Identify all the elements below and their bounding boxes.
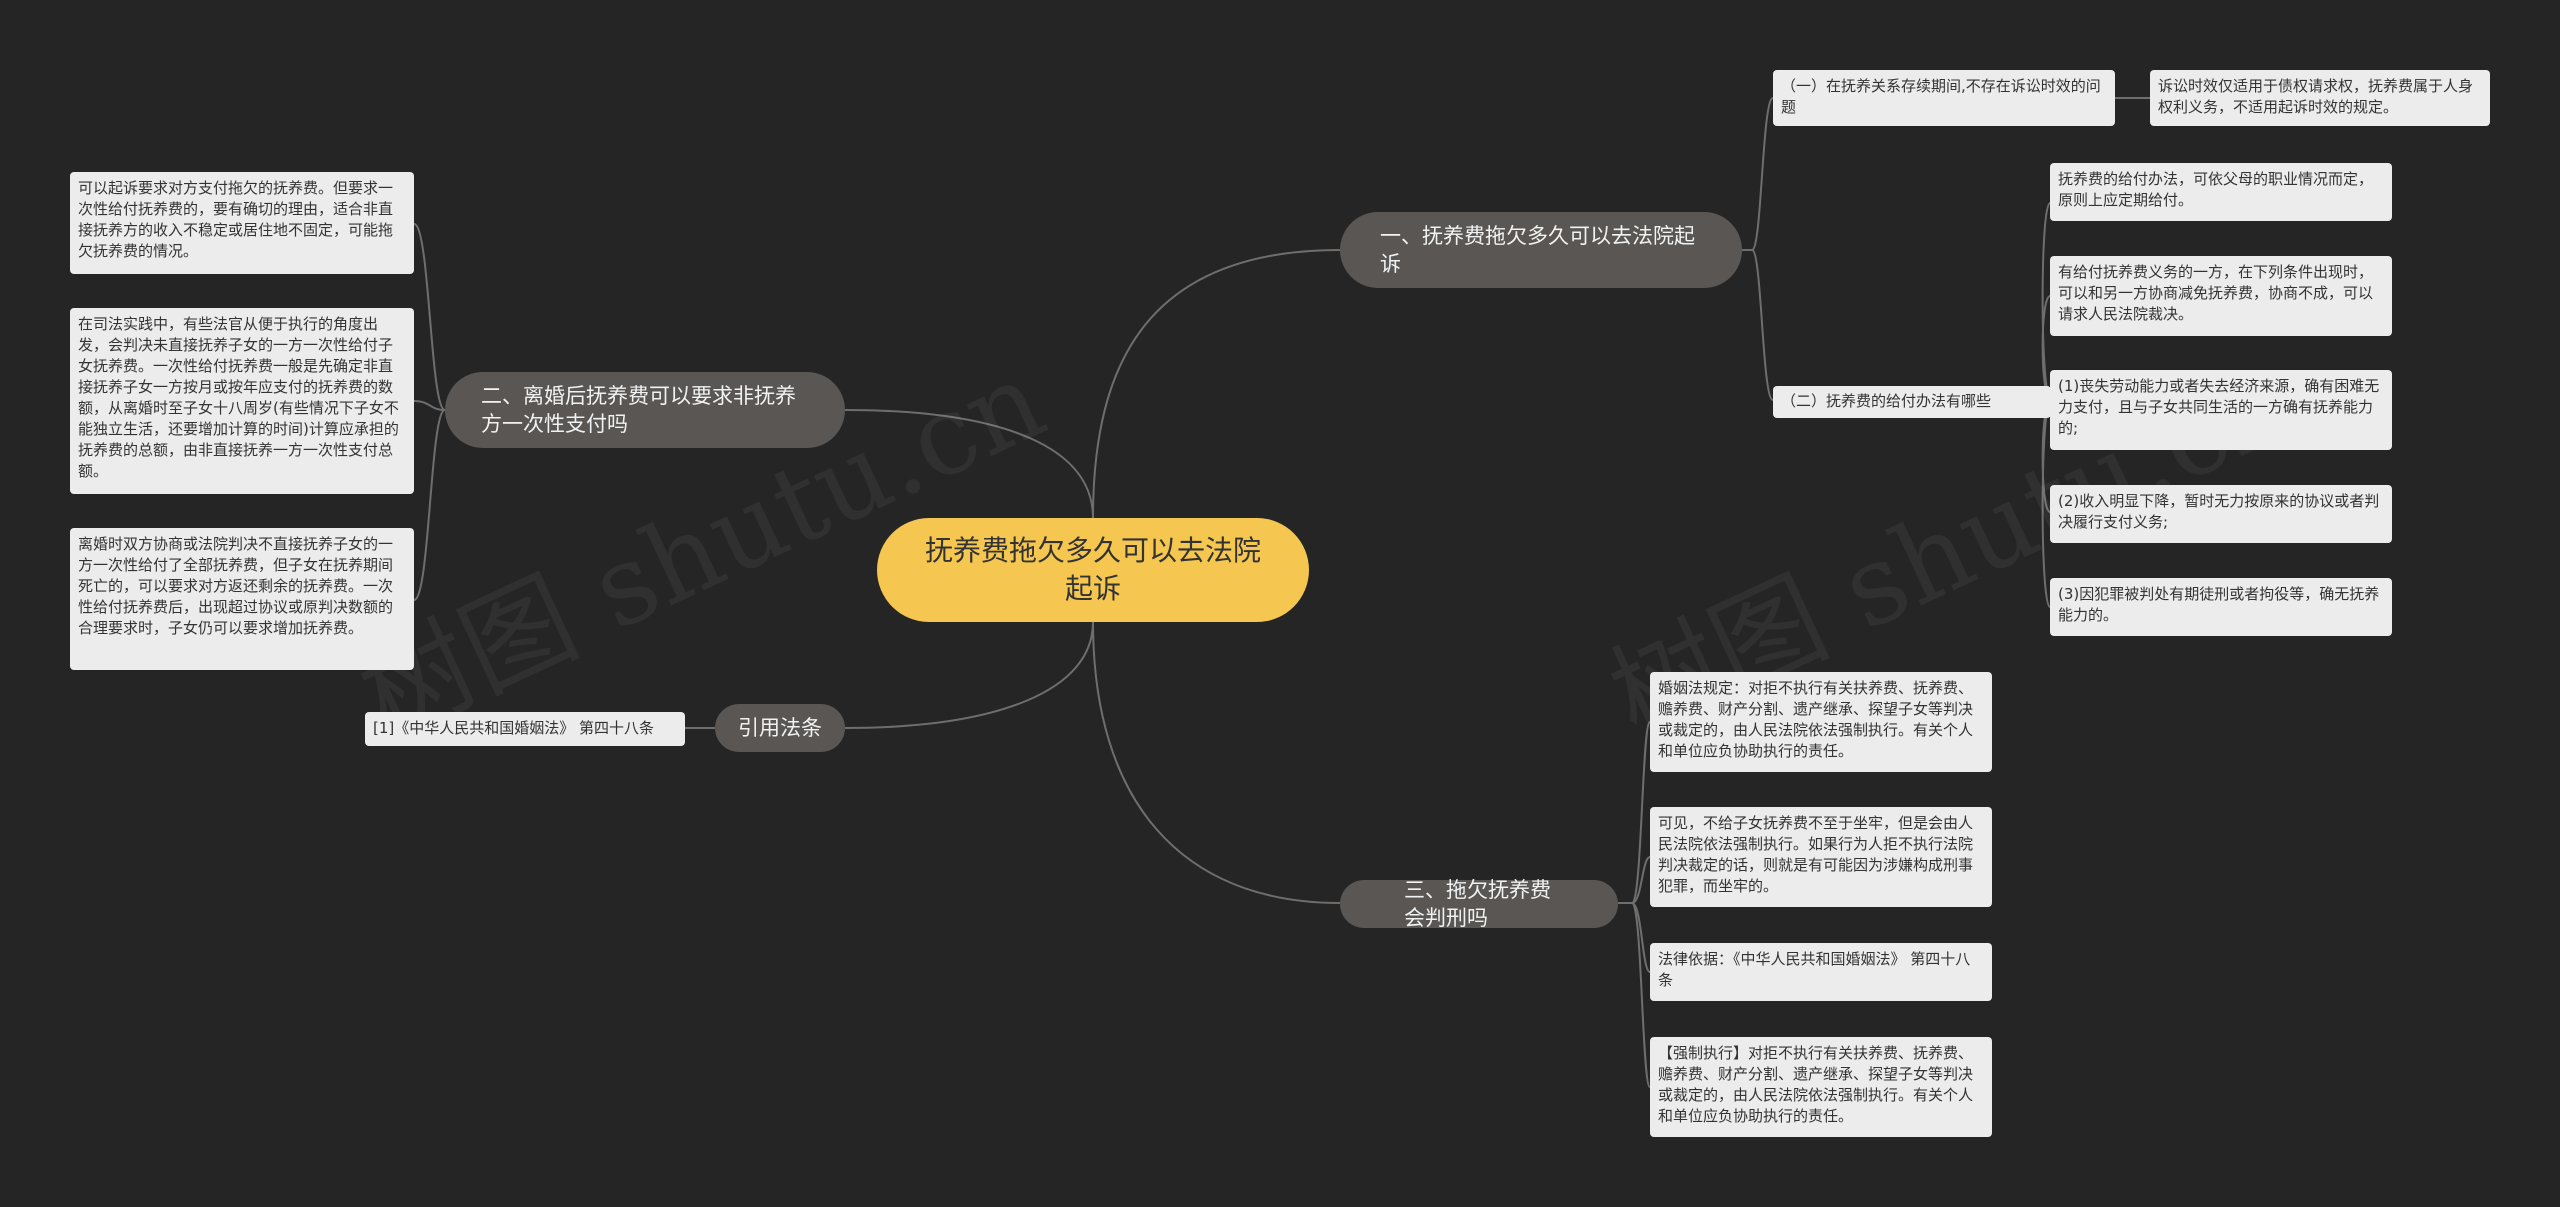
- branch-4-detail[interactable]: 【强制执行】对拒不执行有关扶养费、抚养费、赡养费、财产分割、遗产继承、探望子女等…: [1650, 1037, 1992, 1137]
- branch-1-sub-2-detail[interactable]: 有给付抚养费义务的一方，在下列条件出现时，可以和另一方协商减免抚养费，协商不成，…: [2050, 256, 2392, 336]
- branch-1-sub-2-detail[interactable]: (2)收入明显下降，暂时无力按原来的协议或者判决履行支付义务;: [2050, 485, 2392, 543]
- branch-1-sub-2-detail[interactable]: (3)因犯罪被判处有期徒刑或者拘役等，确无抚养能力的。: [2050, 578, 2392, 636]
- branch-1-sub-2[interactable]: （二）抚养费的给付办法有哪些: [1773, 386, 2051, 418]
- branch-2-detail[interactable]: 在司法实践中，有些法官从便于执行的角度出发，会判决未直接抚养子女的一方一次性给付…: [70, 308, 414, 494]
- branch-1-sub-2-detail[interactable]: (1)丧失劳动能力或者失去经济来源，确有困难无力支付，且与子女共同生活的一方确有…: [2050, 370, 2392, 450]
- branch-3-detail[interactable]: [1]《中华人民共和国婚姻法》 第四十八条: [365, 712, 685, 746]
- branch-4-topic[interactable]: 三、拖欠抚养费会判刑吗: [1340, 878, 1618, 930]
- branch-1-sub-1-detail[interactable]: 诉讼时效仅适用于债权请求权，抚养费属于人身权利义务，不适用起诉时效的规定。: [2150, 70, 2490, 126]
- branch-4-detail[interactable]: 可见，不给子女抚养费不至于坐牢，但是会由人民法院依法强制执行。如果行为人拒不执行…: [1650, 807, 1992, 907]
- branch-4-detail[interactable]: 法律依据：《中华人民共和国婚姻法》 第四十八条: [1650, 943, 1992, 1001]
- branch-1-sub-1[interactable]: （一）在抚养关系存续期间,不存在诉讼时效的问题: [1773, 70, 2115, 126]
- branch-2-detail[interactable]: 离婚时双方协商或法院判决不直接抚养子女的一方一次性给付了全部抚养费，但子女在抚养…: [70, 528, 414, 670]
- root-topic[interactable]: 抚养费拖欠多久可以去法院起诉: [877, 518, 1309, 622]
- branch-1-topic[interactable]: 一、抚养费拖欠多久可以去法院起诉: [1340, 212, 1742, 288]
- branch-1-sub-2-detail[interactable]: 抚养费的给付办法，可依父母的职业情况而定，原则上应定期给付。: [2050, 163, 2392, 221]
- branch-2-detail[interactable]: 可以起诉要求对方支付拖欠的抚养费。但要求一次性给付抚养费的，要有确切的理由，适合…: [70, 172, 414, 274]
- branch-2-topic[interactable]: 二、离婚后抚养费可以要求非抚养方一次性支付吗: [445, 372, 845, 448]
- branch-3-topic[interactable]: 引用法条: [715, 704, 845, 752]
- branch-4-detail[interactable]: 婚姻法规定：对拒不执行有关扶养费、抚养费、赡养费、财产分割、遗产继承、探望子女等…: [1650, 672, 1992, 772]
